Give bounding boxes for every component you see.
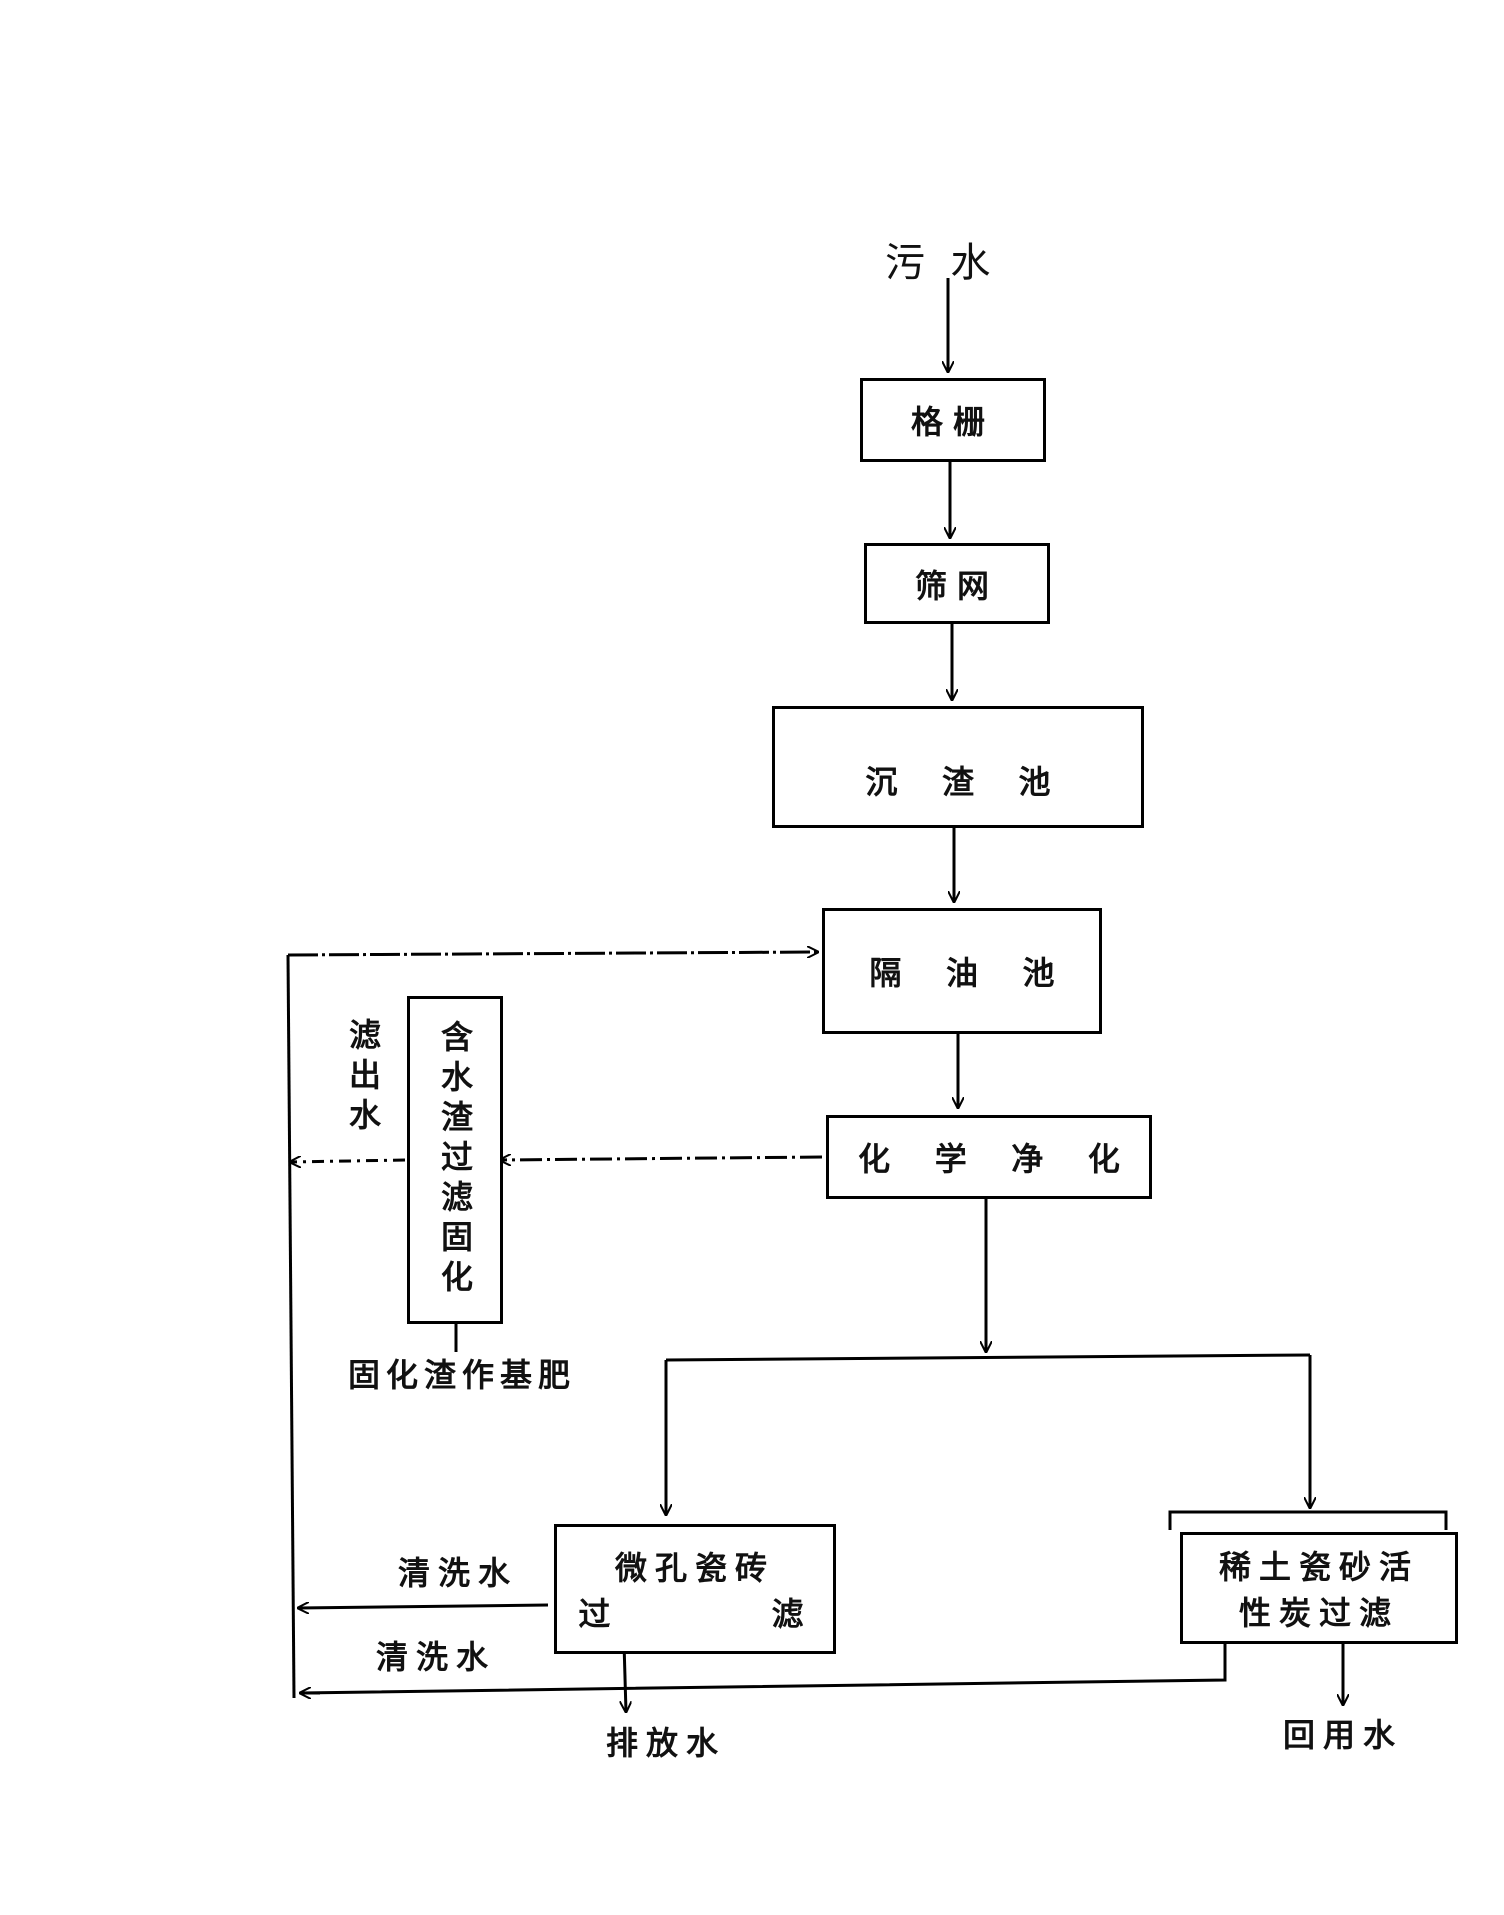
- screen-label: 筛网: [914, 566, 999, 605]
- carbon-filter-box: 稀土瓷砂活 性炭过滤: [1180, 1532, 1458, 1644]
- carbon-filter-line1: 稀土瓷砂活: [1218, 1548, 1419, 1586]
- filtrate-water-label: 滤出水: [344, 1018, 382, 1138]
- chemical-purification-label: 化 学 净 化: [858, 1140, 1120, 1178]
- carbon-box-bracket: [1168, 1510, 1448, 1530]
- grate-label: 格栅: [910, 403, 995, 441]
- sludge-filter-box: 含水渣过滤固化: [407, 996, 503, 1324]
- wash-water-label-2: 清洗水: [376, 1638, 497, 1676]
- carbon-wash-line: [299, 1642, 1227, 1695]
- split-line: [665, 1353, 1311, 1362]
- wash-water-label-1: 清洗水: [398, 1554, 519, 1592]
- settling-tank-label: 沉 渣 池: [865, 763, 1051, 801]
- source-label: 污 水: [885, 240, 991, 286]
- return-vertical-line: [286, 954, 296, 1699]
- arrow-return-to-oil: [287, 952, 818, 955]
- oil-separator-box: 隔 油 池: [822, 908, 1102, 1034]
- chemical-purification-box: 化 学 净 化: [826, 1115, 1152, 1199]
- sludge-filter-label: 含水渣过滤固化: [436, 1020, 474, 1300]
- arrow-microporous-to-discharge: [624, 1642, 626, 1712]
- microporous-filter-line2: 过 滤: [578, 1595, 812, 1633]
- grate-box: 格栅: [860, 378, 1046, 462]
- reuse-water-label: 回用水: [1283, 1716, 1404, 1754]
- microporous-filter-box: 微孔瓷砖 过 滤: [554, 1524, 836, 1654]
- discharge-water-label: 排放水: [606, 1724, 727, 1762]
- solidified-sludge-label: 固化渣作基肥: [348, 1356, 577, 1394]
- arrow-sludge-to-return: [290, 1160, 406, 1162]
- screen-box: 筛网: [864, 543, 1050, 624]
- oil-separator-label: 隔 油 池: [869, 954, 1055, 992]
- microporous-filter-line1: 微孔瓷砖: [614, 1549, 775, 1587]
- arrow-chemical-to-sludge: [500, 1157, 823, 1160]
- settling-tank-box: 沉 渣 池: [772, 706, 1144, 828]
- carbon-filter-line2: 性炭过滤: [1238, 1594, 1399, 1632]
- arrow-microporous-wash: [298, 1605, 549, 1608]
